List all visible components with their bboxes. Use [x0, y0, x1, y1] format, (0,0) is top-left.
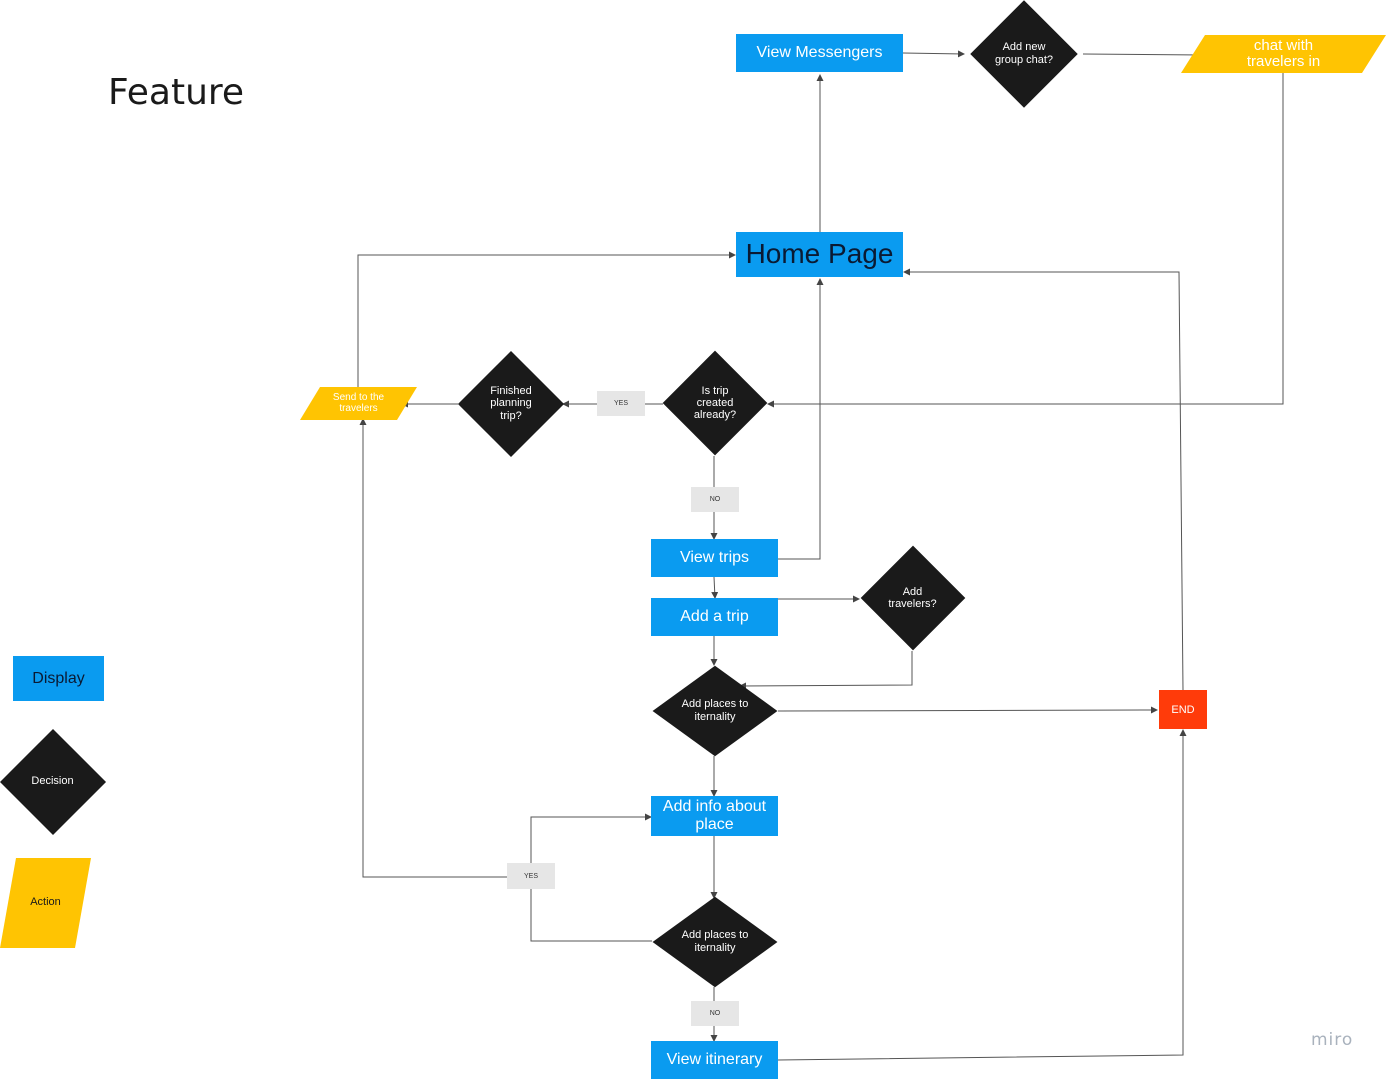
miro-watermark: miro — [1311, 1030, 1354, 1050]
view-messengers-node[interactable]: View Messengers — [736, 34, 903, 72]
trip-created-decision[interactable]: Is trip created already? — [662, 350, 768, 456]
add-travelers-decision[interactable]: Add travelers? — [860, 545, 965, 651]
edge-label-no: NO — [691, 487, 739, 512]
legend-decision-label: Decision — [31, 775, 74, 788]
add-travelers-label: Add travelers? — [888, 585, 937, 610]
edge-label-yes: YES — [597, 391, 645, 416]
add-info-label: Add info about place — [662, 798, 767, 833]
edge-chat-to-trip-created — [767, 71, 1284, 408]
edge-label-yes: YES — [507, 863, 555, 889]
edge-send-to-home — [357, 251, 736, 389]
edge-yes-to-send — [359, 418, 531, 878]
edge-addplaces-to-end — [777, 706, 1158, 714]
legend-action-label: Action — [30, 896, 61, 909]
send-travelers-action[interactable]: Send to the travelers — [300, 387, 417, 420]
add-places-decision-2[interactable]: Add places to iternality — [652, 896, 778, 987]
end-node[interactable]: END — [1159, 690, 1207, 729]
view-messengers-label: View Messengers — [756, 44, 883, 62]
edge-itinerary-to-end — [777, 729, 1187, 1061]
view-trips-node[interactable]: View trips — [651, 539, 778, 577]
parallelogram-shape — [0, 858, 91, 948]
view-itinerary-node[interactable]: View itinerary — [651, 1041, 778, 1079]
parallelogram-shape — [1181, 35, 1386, 73]
legend-display-label: Display — [32, 669, 85, 687]
add-places-decision-1[interactable]: Add places to iternality — [652, 665, 778, 756]
edge-end-to-home — [903, 268, 1184, 691]
trip-created-label: Is trip created already? — [693, 384, 737, 422]
add-trip-node[interactable]: Add a trip — [651, 598, 778, 636]
chat-travelers-label: chat with travelers in — [1246, 37, 1321, 70]
send-travelers-label: Send to the travelers — [332, 392, 385, 414]
view-itinerary-label: View itinerary — [666, 1051, 763, 1069]
legend-action: Action — [0, 858, 91, 948]
chat-travelers-action[interactable]: chat with travelers in — [1181, 35, 1386, 73]
view-trips-label: View trips — [679, 549, 750, 567]
edge-addtravelers-to-addplaces — [739, 651, 913, 690]
add-places-2-label: Add places to iternality — [681, 929, 749, 954]
legend-display: Display — [13, 656, 104, 701]
edge-messengers-to-group-chat — [902, 50, 965, 58]
finished-planning-decision[interactable]: Finished planning trip? — [457, 350, 565, 457]
finished-planning-label: Finished planning trip? — [490, 385, 532, 422]
add-trip-label: Add a trip — [680, 608, 749, 626]
page-title: Feature — [108, 72, 245, 113]
home-page-label: Home Page — [745, 238, 894, 270]
edge-label-no: NO — [691, 1001, 739, 1026]
home-page-node[interactable]: Home Page — [736, 232, 903, 277]
add-places-1-label: Add places to iternality — [681, 698, 749, 723]
edge-group-chat-to-chat — [1082, 51, 1204, 59]
edge-viewtrips-to-addtrip — [711, 576, 719, 599]
edge-viewtrips-to-home — [778, 278, 824, 560]
add-group-chat-label: Add new group chat? — [994, 41, 1054, 66]
add-info-node[interactable]: Add info about place — [651, 796, 778, 836]
parallelogram-shape — [300, 387, 417, 420]
add-group-chat-decision[interactable]: Add new group chat? — [966, 0, 1082, 108]
legend-decision: Decision — [0, 728, 106, 835]
